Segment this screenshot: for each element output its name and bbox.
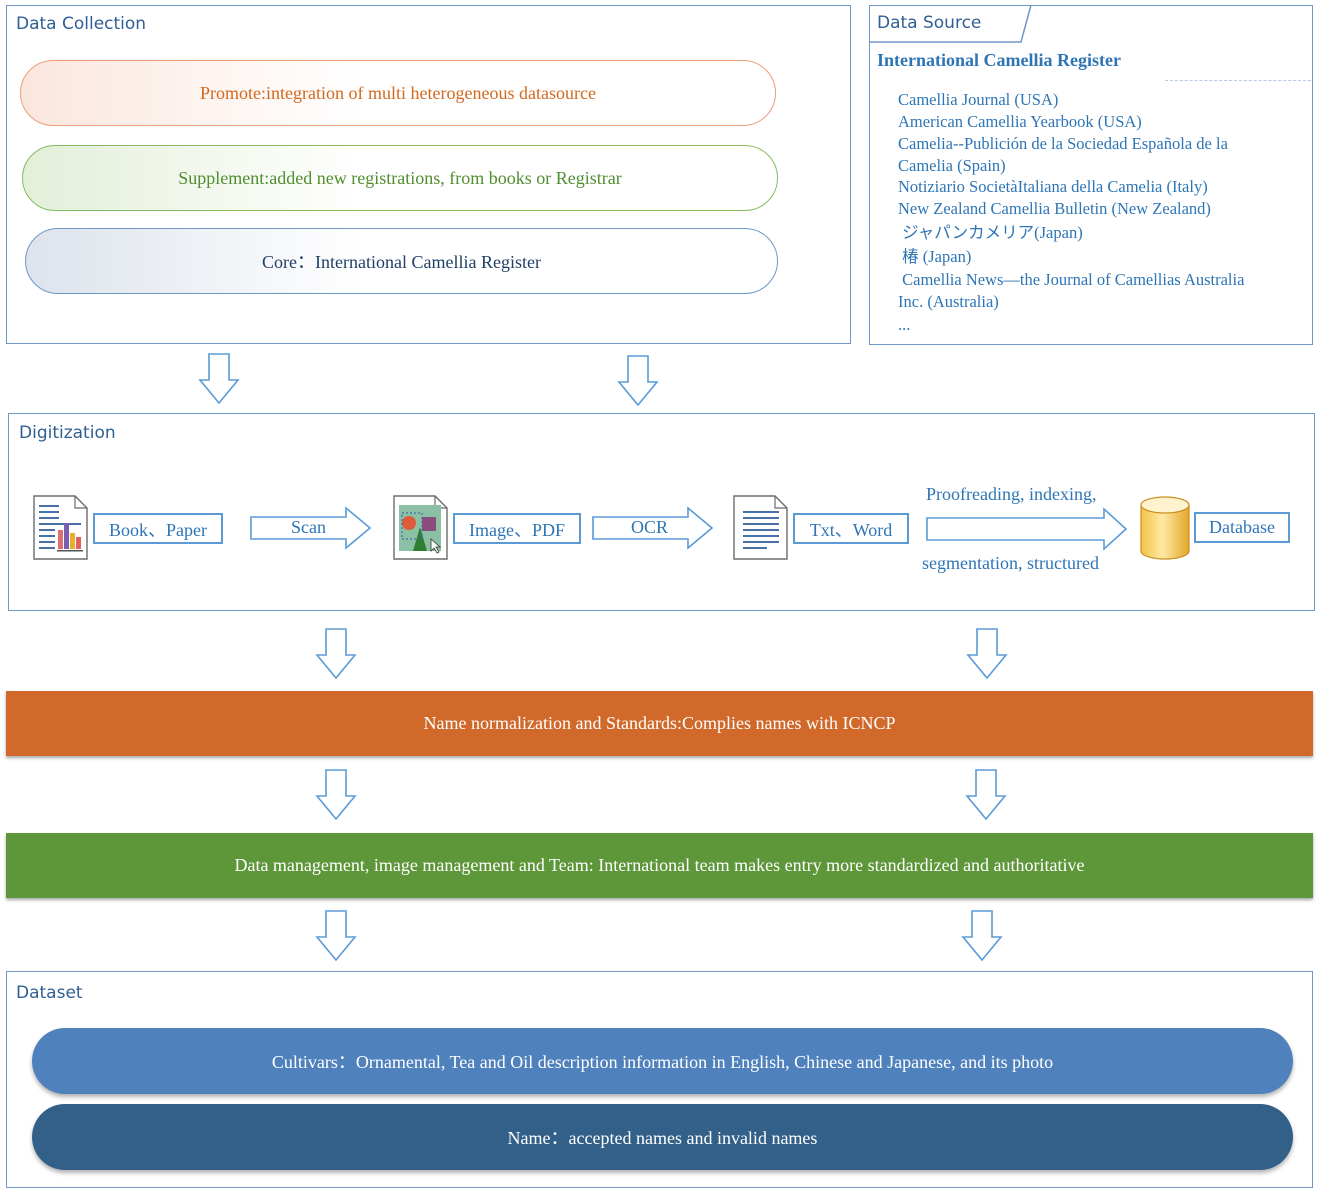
down-arrow-icon <box>315 910 357 962</box>
cultivars-pill: Cultivars：Ornamental, Tea and Oil descri… <box>32 1028 1293 1094</box>
book-paper-label: Book、Paper <box>93 513 223 544</box>
data-source-item: 椿 (Japan) <box>898 247 972 266</box>
down-arrow-icon <box>315 628 357 680</box>
name-pill: Name：accepted names and invalid names <box>32 1104 1293 1170</box>
ocr-arrow-icon <box>592 506 714 550</box>
txt-word-label: Txt、Word <box>793 513 909 544</box>
data-source-item: Notiziario SocietàItaliana della Camelia… <box>898 177 1208 196</box>
supplement-pill: Supplement:added new registrations, from… <box>22 145 778 211</box>
down-arrow-icon <box>965 769 1007 821</box>
data-source-tab <box>869 4 1032 43</box>
data-management-band: Data management, image management and Te… <box>6 833 1313 898</box>
digitization-panel: Digitization <box>8 413 1315 611</box>
database-icon <box>1140 496 1190 560</box>
core-pill: Core：International Camellia Register <box>25 228 778 294</box>
data-source-heading: International Camellia Register <box>877 50 1121 70</box>
data-source-tab-label: Data Source <box>877 13 982 33</box>
scan-label: Scan <box>291 517 326 537</box>
data-source-divider <box>1165 80 1311 81</box>
data-source-item: Camelia (Spain) <box>898 156 1006 175</box>
process-arrow-icon <box>926 507 1128 551</box>
down-arrow-icon <box>961 910 1003 962</box>
data-source-item: Inc. (Australia) <box>898 292 999 311</box>
data-source-item: ジャパンカメリア(Japan) <box>898 223 1083 242</box>
process-bottom-label: segmentation, structured <box>922 553 1099 573</box>
data-source-item: Camellia News—the Journal of Camellias A… <box>898 270 1245 289</box>
data-source-item: Camelia--Publición de la Sociedad Españo… <box>898 134 1228 153</box>
data-source-item: ... <box>898 315 911 334</box>
name-normalization-band: Name normalization and Standards:Complie… <box>6 691 1313 756</box>
down-arrow-icon <box>966 628 1008 680</box>
scan-arrow-icon <box>250 506 372 550</box>
process-top-label: Proofreading, indexing, <box>926 484 1097 504</box>
digitization-title: Digitization <box>19 423 116 443</box>
data-source-item: New Zealand Camellia Bulletin (New Zeala… <box>898 199 1211 218</box>
dataset-title: Dataset <box>16 983 83 1003</box>
data-source-item: Camellia Journal (USA) <box>898 90 1059 109</box>
down-arrow-icon <box>315 769 357 821</box>
data-source-item: American Camellia Yearbook (USA) <box>898 112 1142 131</box>
promote-pill: Promote:integration of multi heterogeneo… <box>20 60 776 126</box>
data-source-panel <box>869 5 1313 345</box>
data-collection-title: Data Collection <box>16 14 147 34</box>
text-document-icon <box>733 495 788 560</box>
down-arrow-icon <box>198 353 240 405</box>
down-arrow-icon <box>617 355 659 407</box>
image-pdf-label: Image、PDF <box>453 513 581 544</box>
document-chart-icon <box>33 495 88 560</box>
image-document-icon <box>393 495 448 560</box>
ocr-label: OCR <box>631 517 669 537</box>
database-label: Database <box>1194 512 1290 543</box>
